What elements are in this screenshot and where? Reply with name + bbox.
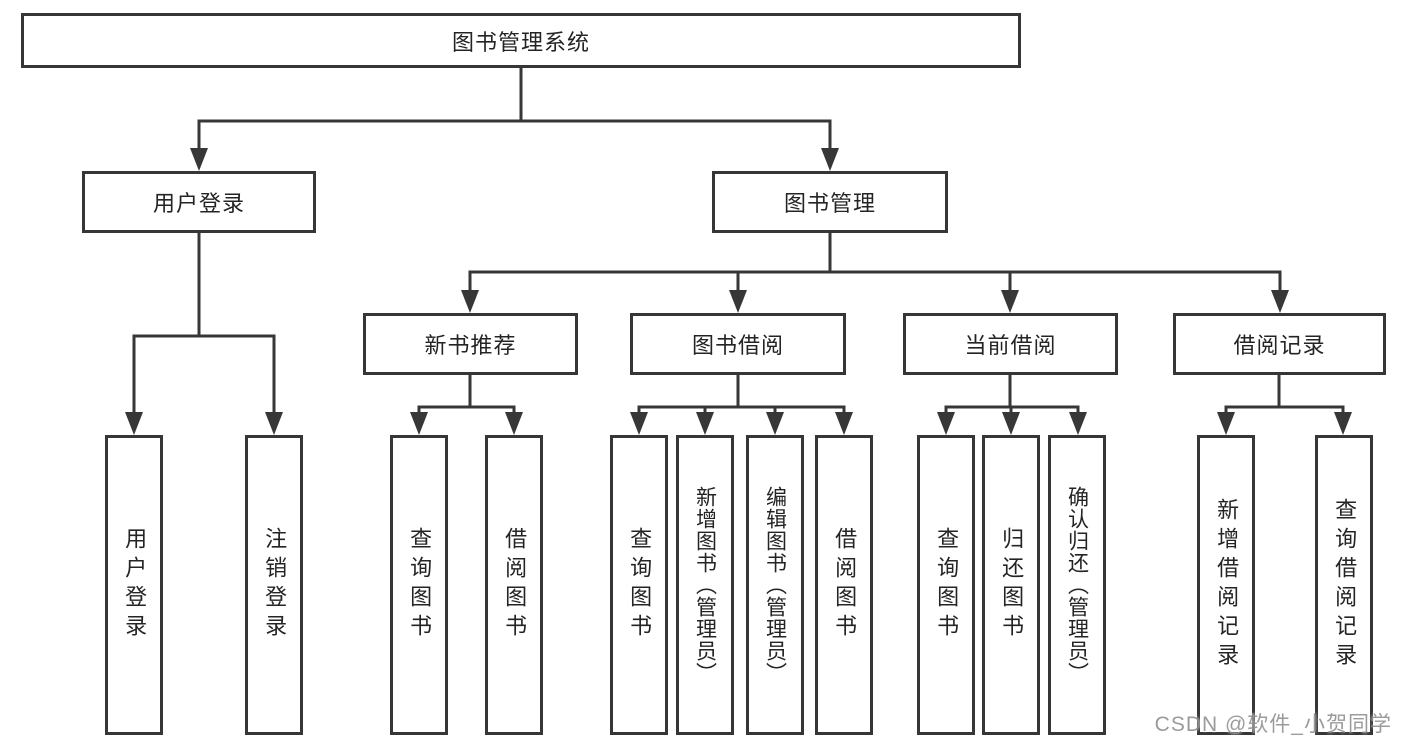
node-cb-confirm-return-admin: 确认归还（管理员） [1048,435,1106,735]
node-label: 新增借阅记录 [1214,498,1240,672]
arrowhead-down-icon [125,412,143,435]
node-label: 查询图书 [627,527,653,643]
csdn-watermark: CSDN @软件_小贺同学 [1154,713,1392,736]
node-new-book-recommend: 新书推荐 [363,313,578,375]
node-label: 查询图书 [407,527,433,643]
node-label: 确认归还（管理员） [1065,486,1089,684]
node-label: 归还图书 [999,527,1025,643]
arrowhead-down-icon [835,412,853,435]
node-bb-edit-books-admin: 编辑图书（管理员） [746,435,804,735]
node-label: 新书推荐 [424,333,517,358]
node-label: 注销登录 [262,527,288,643]
arrowhead-down-icon [461,290,479,313]
arrowhead-down-icon [729,290,747,313]
node-label: 编辑图书（管理员） [763,486,787,684]
arrowhead-down-icon [1001,290,1019,313]
node-label: 查询图书 [934,527,960,643]
node-label: 借阅记录 [1233,333,1326,358]
node-user-login-action: 用户登录 [105,435,163,735]
node-label: 当前借阅 [964,333,1057,358]
arrowhead-down-icon [190,148,208,171]
node-label: 用户登录 [122,527,148,643]
node-current-borrowing: 当前借阅 [903,313,1118,375]
node-bb-add-books-admin: 新增图书（管理员） [676,435,734,735]
arrowhead-down-icon [766,412,784,435]
node-label: 图书借阅 [691,333,784,358]
arrowhead-down-icon [696,412,714,435]
node-label: 图书管理 [783,191,876,216]
node-book-management: 图书管理 [712,171,948,233]
node-logout-action: 注销登录 [245,435,303,735]
node-br-query-borrow-record: 查询借阅记录 [1315,435,1373,735]
arrowhead-down-icon [1002,412,1020,435]
node-bb-query-books: 查询图书 [610,435,668,735]
node-label: 图书管理系统 [451,29,590,55]
arrowhead-down-icon [265,412,283,435]
node-user-login: 用户登录 [82,171,316,233]
node-rec-query-books: 查询图书 [390,435,448,735]
node-library-management-system: 图书管理系统 [21,13,1021,68]
node-label: 用户登录 [152,191,245,216]
arrowhead-down-icon [505,412,523,435]
arrowhead-down-icon [410,412,428,435]
node-book-borrowing: 图书借阅 [630,313,846,375]
arrowhead-down-icon [821,148,839,171]
node-label: 借阅图书 [832,527,858,643]
arrowhead-down-icon [630,412,648,435]
node-rec-borrow-books: 借阅图书 [485,435,543,735]
node-borrow-records: 借阅记录 [1173,313,1386,375]
node-label: 新增图书（管理员） [693,486,717,684]
arrowhead-down-icon [1069,412,1087,435]
node-cb-return-books: 归还图书 [982,435,1040,735]
node-cb-query-books: 查询图书 [917,435,975,735]
node-bb-borrow-books: 借阅图书 [815,435,873,735]
arrowhead-down-icon [937,412,955,435]
node-label: 查询借阅记录 [1332,498,1358,672]
arrowhead-down-icon [1217,412,1235,435]
arrowhead-down-icon [1334,412,1352,435]
arrowhead-down-icon [1271,290,1289,313]
node-label: 借阅图书 [502,527,528,643]
node-br-add-borrow-record: 新增借阅记录 [1197,435,1255,735]
